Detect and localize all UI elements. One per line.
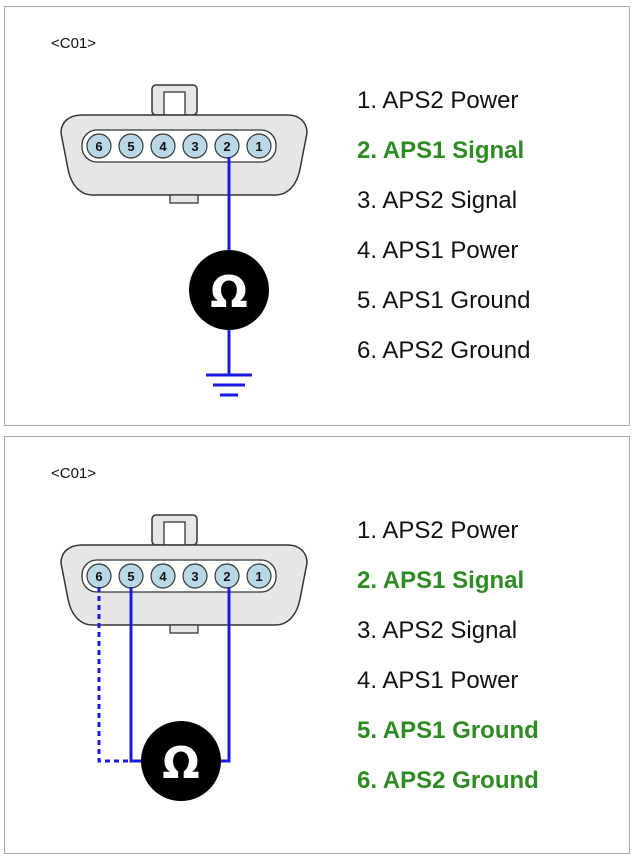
pin-2: 2 — [214, 563, 240, 589]
pin-item-5: 5. APS1 Ground — [357, 717, 539, 744]
ohmmeter-icon: Ω — [189, 250, 269, 330]
pin-number: 5 — [127, 139, 134, 154]
pin-5: 5 — [118, 563, 144, 589]
diagram-panel-signal-to-ground: <C01> 6 5 4 3 2 1 — [4, 6, 630, 426]
pin-number: 4 — [159, 569, 167, 584]
pin-item-5: 5. APS1 Ground — [357, 287, 531, 314]
pin-4: 4 — [150, 133, 176, 159]
pin-number: 3 — [191, 139, 198, 154]
pin-item-1: 1. APS2 Power — [357, 87, 519, 114]
ohm-symbol: Ω — [210, 267, 247, 318]
pin-list: 1. APS2 Power 2. APS1 Signal 3. APS2 Sig… — [357, 509, 539, 809]
pin-number: 1 — [255, 569, 262, 584]
pin-number: 6 — [95, 569, 102, 584]
pin-item-1: 1. APS2 Power — [357, 517, 519, 544]
pin-number: 3 — [191, 569, 198, 584]
pin-number: 1 — [255, 139, 262, 154]
probe-wire-pin-5 — [129, 587, 145, 763]
diagram-panel-signal-to-sensor-ground: <C01> 6 5 4 3 2 1 — [4, 436, 630, 854]
pin-5: 5 — [118, 133, 144, 159]
pin-2: 2 — [214, 133, 240, 159]
pin-item-2: 2. APS1 Signal — [357, 137, 525, 164]
pin-4: 4 — [150, 563, 176, 589]
connector-label: <C01> — [51, 35, 97, 52]
pin-6: 6 — [86, 563, 112, 589]
pin-1: 1 — [246, 133, 272, 159]
ohmmeter-icon: Ω — [141, 721, 221, 801]
pin-3: 3 — [182, 133, 208, 159]
pin-item-3: 3. APS2 Signal — [357, 187, 518, 214]
pin-number: 5 — [127, 569, 134, 584]
pin-number: 6 — [95, 139, 102, 154]
pin-item-4: 4. APS1 Power — [357, 667, 519, 694]
ohm-symbol: Ω — [162, 738, 199, 789]
pin-item-6: 6. APS2 Ground — [357, 767, 539, 794]
pin-number: 2 — [223, 569, 230, 584]
pin-6: 6 — [86, 133, 112, 159]
pin-item-3: 3. APS2 Signal — [357, 617, 518, 644]
connector-label: <C01> — [51, 465, 97, 482]
pin-1: 1 — [246, 563, 272, 589]
connector-diagram: 6 5 4 3 2 1 Ω — [60, 84, 308, 397]
pin-list: 1. APS2 Power 2. APS1 Signal 3. APS2 Sig… — [357, 79, 530, 379]
pin-item-6: 6. APS2 Ground — [357, 337, 531, 364]
ground-icon — [206, 373, 252, 397]
pin-3: 3 — [182, 563, 208, 589]
pin-item-2: 2. APS1 Signal — [357, 567, 525, 594]
pin-item-4: 4. APS1 Power — [357, 237, 519, 264]
pin-number: 4 — [159, 139, 167, 154]
pin-number: 2 — [223, 139, 230, 154]
connector-diagram: 6 5 4 3 2 1 Ω — [60, 514, 308, 801]
probe-wire-pin-6-dashed — [97, 587, 131, 763]
